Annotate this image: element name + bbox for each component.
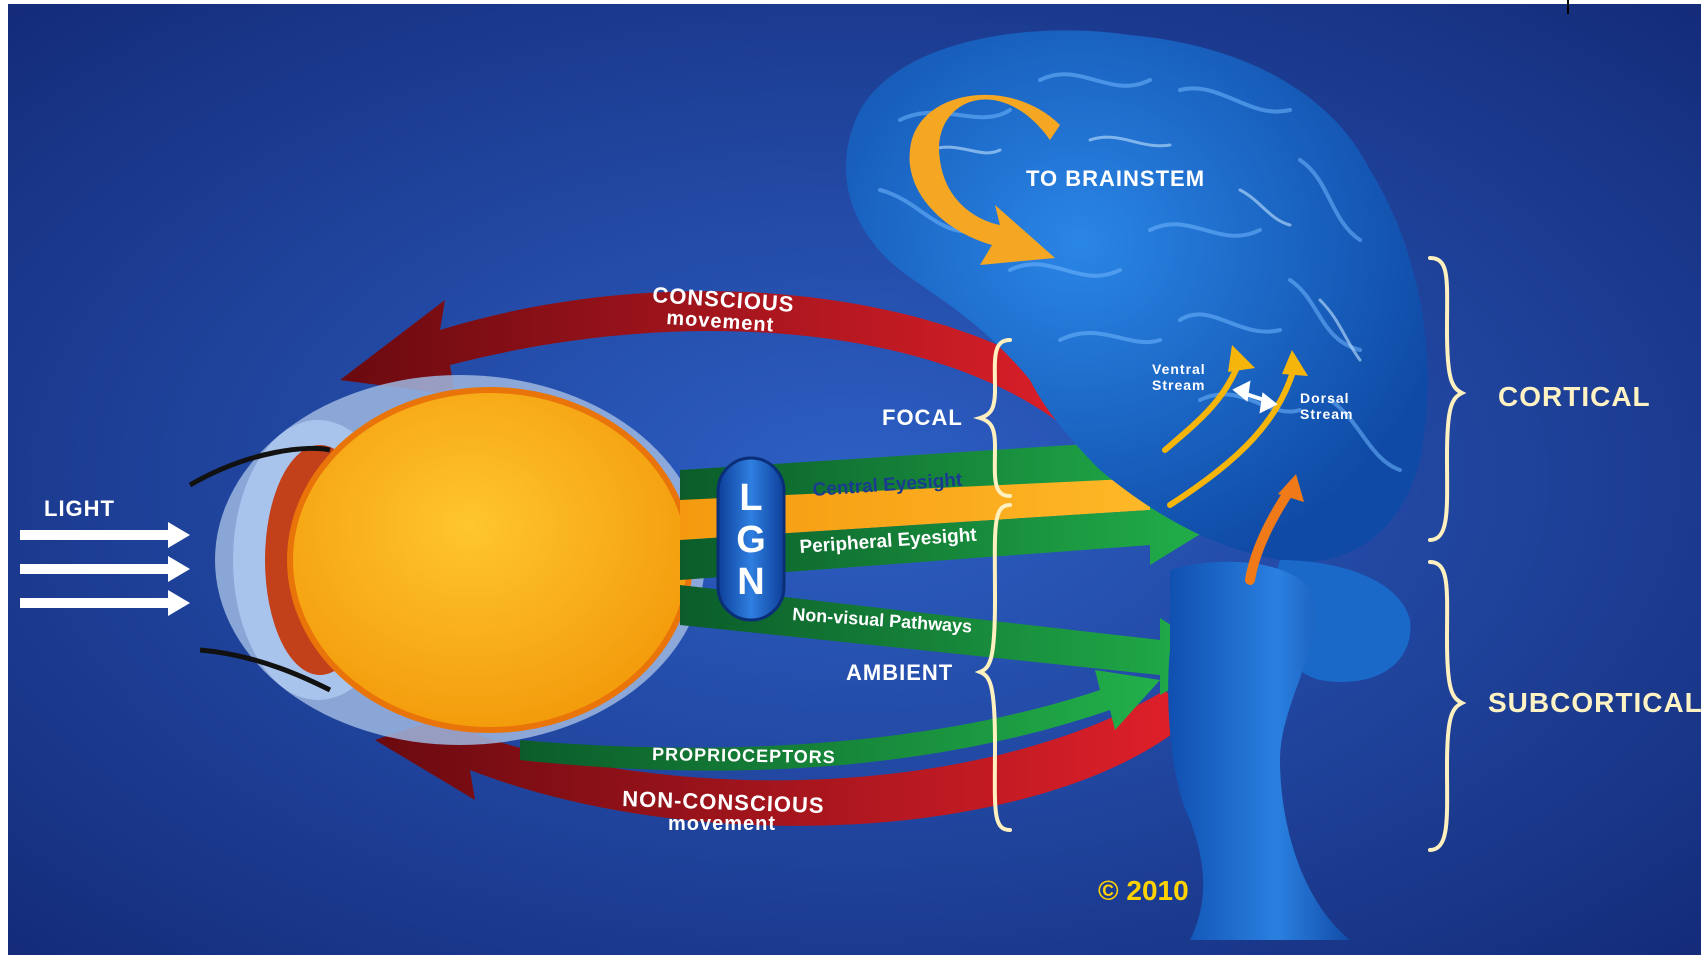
proprioceptors-label: PROPRIOCEPTORS bbox=[652, 744, 836, 767]
ventral-stream-label-line2: Stream bbox=[1152, 377, 1205, 393]
light-arrows bbox=[20, 522, 190, 616]
eye-globe bbox=[290, 390, 690, 730]
lgn-letter-n: N bbox=[737, 561, 764, 603]
subcortical-label: SUBCORTICAL bbox=[1488, 687, 1701, 718]
focal-label: FOCAL bbox=[882, 405, 963, 430]
to-brainstem-label: TO BRAINSTEM bbox=[1026, 166, 1205, 191]
dorsal-stream-label-line2: Stream bbox=[1300, 406, 1353, 422]
lgn-letter-l: L bbox=[739, 477, 762, 519]
cortical-label: CORTICAL bbox=[1498, 381, 1651, 412]
light-label: LIGHT bbox=[44, 496, 115, 521]
lgn-letter-g: G bbox=[736, 519, 766, 561]
dorsal-stream-label-line1: Dorsal bbox=[1300, 390, 1350, 406]
copyright-label: © 2010 bbox=[1098, 875, 1189, 906]
ambient-label: AMBIENT bbox=[846, 660, 953, 685]
non-conscious-label-line2: movement bbox=[668, 813, 776, 835]
ventral-stream-label-line1: Ventral bbox=[1152, 361, 1206, 377]
